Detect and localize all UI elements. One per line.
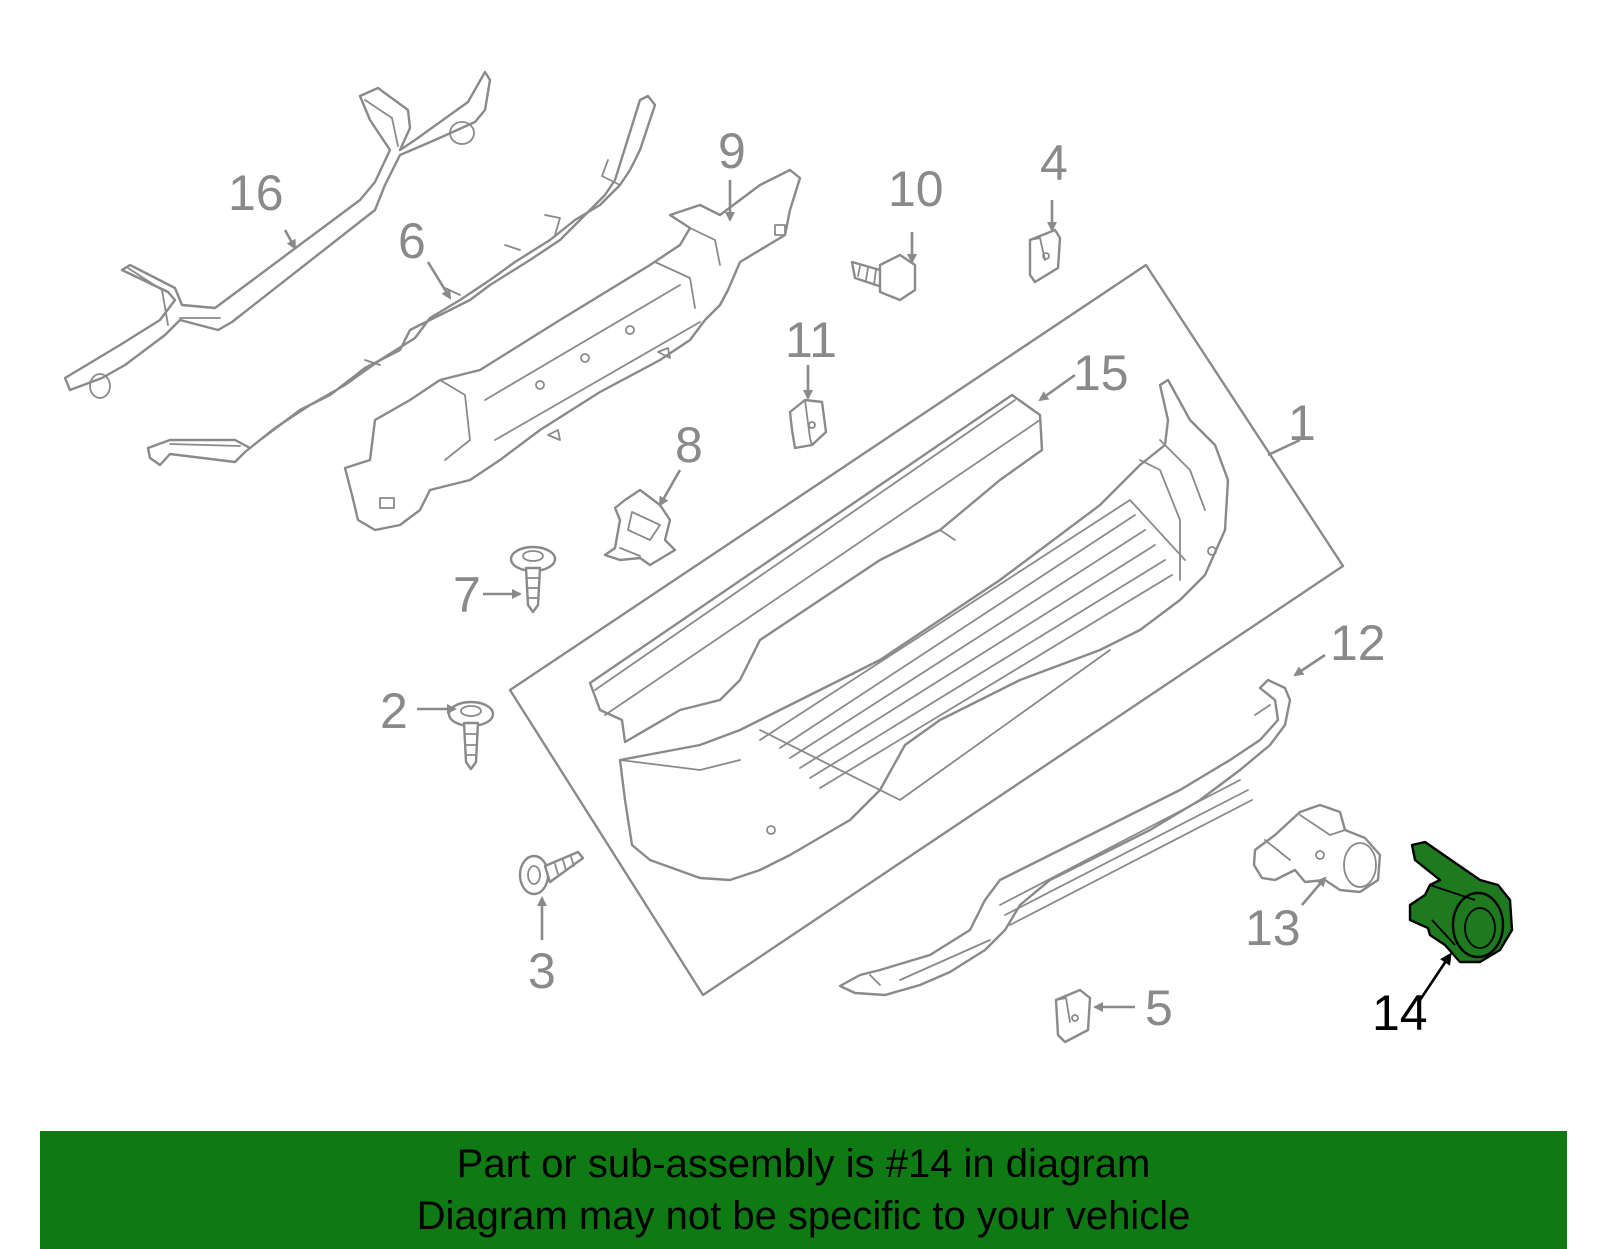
callout-11: 11	[785, 312, 837, 368]
part-3-screw	[518, 850, 585, 896]
callout-12: 12	[1330, 615, 1386, 671]
callout-2: 2	[380, 683, 408, 739]
callout-15: 15	[1073, 345, 1129, 401]
callout-6: 6	[398, 213, 426, 269]
callout-13: 13	[1245, 900, 1301, 956]
part-9-impact-bar	[343, 168, 802, 532]
callout-3: 3	[528, 943, 556, 999]
part-7-push-pin	[509, 545, 557, 614]
part-11-clip	[788, 398, 828, 450]
banner-line-part-number: Part or sub-assembly is #14 in diagram	[456, 1142, 1151, 1186]
part-5-clip	[1054, 988, 1092, 1044]
callout-4: 4	[1040, 135, 1068, 191]
part-14-sensor-retainer	[1408, 840, 1514, 964]
callout-7: 7	[453, 567, 481, 623]
part-2-push-pin	[447, 700, 495, 771]
part-10-bolt	[850, 253, 917, 302]
callout-1: 1	[1288, 395, 1316, 451]
callout-16: 16	[228, 165, 284, 221]
part-16-reinforcement	[63, 70, 492, 399]
part-1-frame	[508, 263, 1345, 997]
part-1-bumper-cover	[618, 378, 1230, 882]
callout-9: 9	[718, 123, 746, 179]
callout-8: 8	[675, 417, 703, 473]
part-6-absorber-strip	[146, 94, 657, 467]
part-13-sensor	[1252, 803, 1382, 894]
leader-lines	[283, 180, 1452, 1012]
callout-10: 10	[888, 161, 944, 217]
info-banner: Part or sub-assembly is #14 in diagram D…	[40, 1131, 1567, 1249]
banner-line-disclaimer: Diagram may not be specific to your vehi…	[416, 1194, 1191, 1238]
callout-14: 14	[1372, 985, 1428, 1041]
part-4-clip	[1028, 228, 1062, 284]
part-8-bracket	[603, 488, 677, 567]
callout-5: 5	[1145, 980, 1173, 1036]
part-12-valance	[838, 678, 1292, 997]
